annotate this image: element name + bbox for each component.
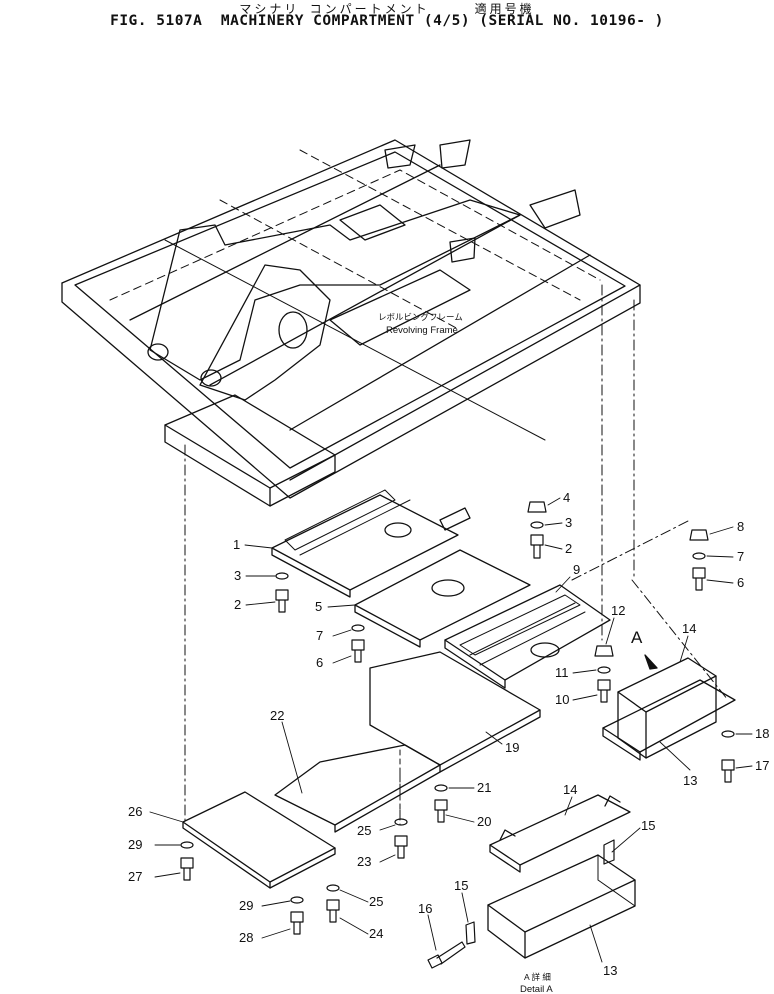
callout-2: 2	[234, 597, 241, 612]
callout-29: 29	[128, 837, 142, 852]
callout-24: 24	[369, 926, 383, 941]
figure-title: FIG. 5107A MACHINERY COMPARTMENT (4/5) (…	[110, 13, 664, 29]
callout-20: 20	[477, 814, 491, 829]
callout-6: 6	[316, 655, 323, 670]
callout-14: 14	[563, 782, 577, 797]
callout-16: 16	[418, 901, 432, 916]
callout-25: 25	[369, 894, 383, 909]
alignment-lines	[184, 284, 729, 826]
detail-a-tray-13	[487, 854, 636, 959]
frame-label-japanese: レボルビングフレーム	[378, 312, 463, 322]
cover-part-5	[354, 549, 531, 648]
cover-part-19	[369, 651, 541, 773]
cover-part-22	[274, 744, 441, 833]
callout-11: 11	[555, 665, 569, 680]
callout-15: 15	[454, 878, 468, 893]
callout-labels: 4 3 2 1 3 2 5 8 7 6 9 7 6 12 11 10 14 18…	[128, 490, 769, 978]
callout-13: 13	[603, 963, 617, 978]
callout-22: 22	[270, 708, 284, 723]
callout-29: 29	[239, 898, 253, 913]
callout-25: 25	[357, 823, 371, 838]
callout-19: 19	[505, 740, 519, 755]
callout-21: 21	[477, 780, 491, 795]
detail-arrow-icon	[644, 654, 658, 670]
fasteners	[180, 501, 735, 969]
callout-27: 27	[128, 869, 142, 884]
cover-part-9	[444, 584, 611, 689]
callout-15: 15	[641, 818, 655, 833]
callout-1: 1	[233, 537, 240, 552]
detail-a-cover-14	[489, 794, 631, 873]
detail-label: Detail A	[520, 984, 553, 994]
callout-6: 6	[737, 575, 744, 590]
callout-5: 5	[315, 599, 322, 614]
callout-9: 9	[573, 562, 580, 577]
callout-7: 7	[737, 549, 744, 564]
revolving-frame	[61, 139, 641, 507]
detail-label-japanese: A 詳 細	[524, 972, 551, 982]
callout-10: 10	[555, 692, 569, 707]
callout-18: 18	[755, 726, 769, 741]
detail-arrow-label: A	[631, 628, 643, 647]
callout-17: 17	[755, 758, 769, 773]
leader-lines	[149, 497, 753, 963]
cover-part-1	[271, 489, 471, 598]
callout-4: 4	[563, 490, 570, 505]
callout-2: 2	[565, 541, 572, 556]
callout-26: 26	[128, 804, 142, 819]
callout-14: 14	[682, 621, 696, 636]
frame-label: Revolving Frame	[386, 325, 458, 336]
title-japanese: マシナリ コンパートメント 適用号機	[239, 2, 535, 16]
cover-part-26	[182, 791, 336, 889]
callout-23: 23	[357, 854, 371, 869]
battery-box-assembly	[602, 657, 736, 761]
callout-28: 28	[239, 930, 253, 945]
callout-12: 12	[611, 603, 625, 618]
callout-13: 13	[683, 773, 697, 788]
callout-7: 7	[316, 628, 323, 643]
callout-3: 3	[565, 515, 572, 530]
callout-8: 8	[737, 519, 744, 534]
callout-3: 3	[234, 568, 241, 583]
